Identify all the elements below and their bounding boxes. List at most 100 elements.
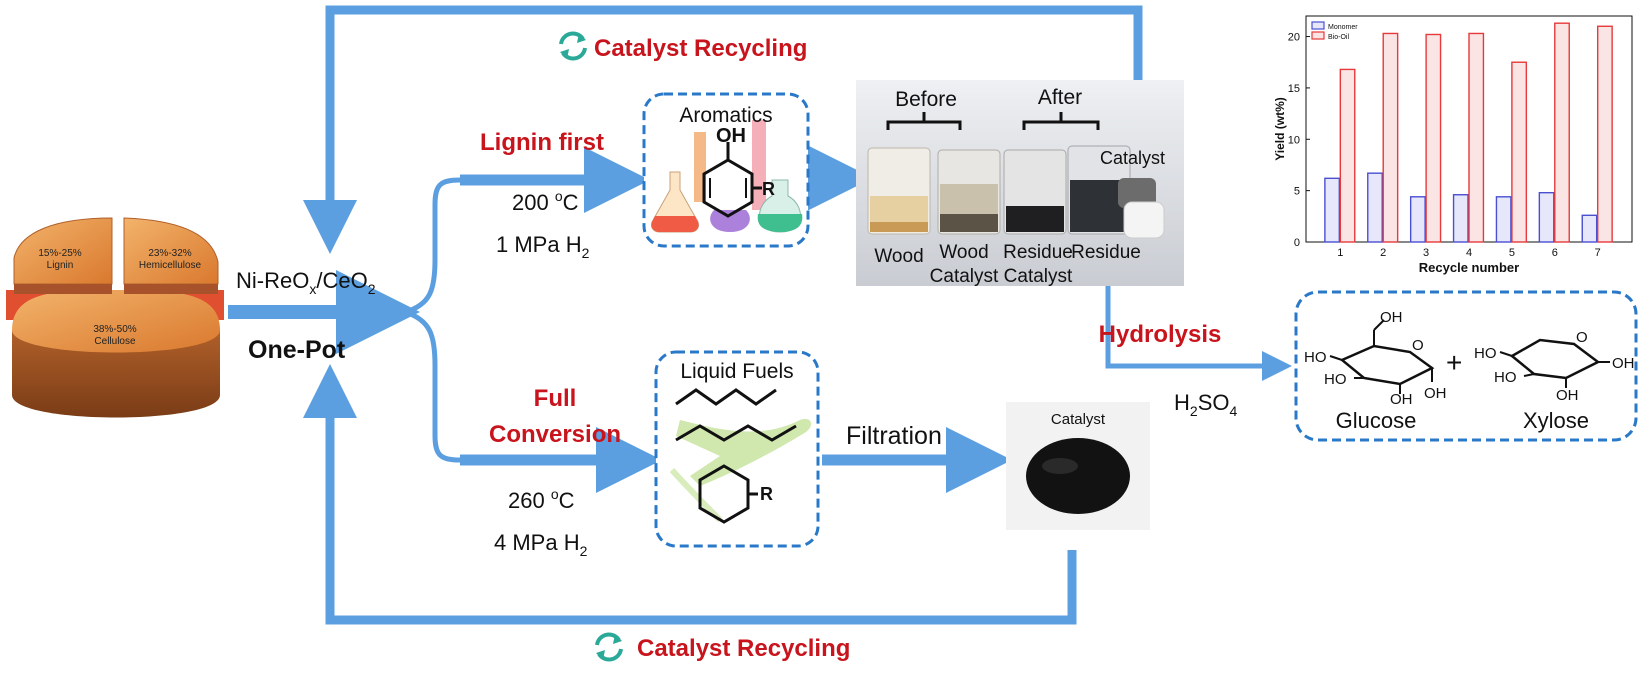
flask-left-liquid-icon [651,216,699,232]
y-tick-label: 20 [1288,32,1300,44]
xylose-ho-lower: HO [1494,369,1517,386]
lignin-slice [13,217,113,285]
hemicellulose-slice [123,217,219,285]
sugars-box: OH O HO HO OH OH + O HO HO OH OH Glucose… [1294,290,1638,442]
after-brace [1022,112,1100,130]
catalyst-powder [1026,438,1130,514]
xylose-ho-left: HO [1474,345,1497,362]
filtration-label: Filtration [846,422,942,450]
bar-monomer [1452,194,1469,243]
hydrolysis-line [1105,272,1292,381]
bar-bio-oil [1425,33,1442,243]
liquid-fuels-box: Liquid Fuels R [654,350,820,548]
before-brace [886,112,962,130]
glucose-ho-left: HO [1304,349,1327,366]
aromatics-title: Aromatics [679,104,772,127]
glucose-o: O [1412,337,1424,354]
glucose-oh-top: OH [1380,309,1403,326]
full-conversion-line1: Full [534,385,577,412]
bar-monomer [1495,196,1512,243]
branch-lower [404,309,461,463]
xylose-label: Xylose [1523,408,1589,433]
alkane-short-icon [675,388,777,406]
branch-upper [404,177,461,315]
photo-wood-catalyst-2: Catalyst [930,266,999,287]
aromatics-box: Aromatics OH R [642,92,810,248]
bar-monomer [1324,177,1341,243]
bar-bio-oil [1511,61,1528,243]
cellulose-top [12,290,220,353]
photo-residue-catalyst-2: Catalyst [1004,266,1073,287]
xylose-oh-right: OH [1612,355,1635,372]
y-tick-label: 5 [1294,186,1300,198]
catalyst-powder-label: Catalyst [1051,411,1106,428]
bar-bio-oil [1339,68,1356,243]
bar-monomer [1409,196,1426,243]
lignin-slice-side [14,284,112,294]
hemicellulose-label: Hemicellulose [139,260,202,271]
catalyst-formula: Ni-ReOx/CeO2 [236,268,376,297]
recycle-icon-top [559,31,587,61]
cellulose-label: Cellulose [94,336,136,347]
lignin-range: 15%-25% [38,248,81,259]
alkane-long-icon [675,424,797,442]
benzene-ring-icon [702,158,754,218]
photo-catalyst: Catalyst [1100,148,1165,168]
xylose-o: O [1576,329,1588,346]
x-tick-label: 3 [1423,247,1429,259]
x-tick-label: 4 [1466,247,1472,259]
cellulose-range: 38%-50% [93,324,136,335]
airplane-trail-icon [669,467,723,523]
bar-monomer [1581,214,1598,243]
flow-arrows [228,5,1292,625]
glucose-oh-right: OH [1424,385,1447,402]
photo-wood: Wood [874,246,923,267]
sulfuric-acid: H2SO4 [1174,390,1237,419]
bar-bio-oil [1596,25,1613,243]
bar-bio-oil [1468,32,1485,243]
top-recycle-line [303,5,1143,254]
legend-label: Bio-Oil [1328,34,1349,41]
bar-bio-oil [1554,22,1570,243]
reaction-photo: Before After Catalyst Wood Wood Catalyst… [856,80,1184,287]
lignin-label: Lignin [47,260,74,271]
x-tick-label: 1 [1337,247,1343,259]
glucose-oh-bottom: OH [1390,391,1413,408]
hydrolysis-title: Hydrolysis [1099,321,1222,348]
catalyst-powder-photo: Catalyst [1006,402,1150,530]
lignin-first-temperature: 200 oC [512,188,579,215]
flask-purple-icon [710,210,750,232]
x-tick-label: 7 [1595,247,1601,259]
plus-sign: + [1446,347,1462,378]
catalyst-recycling-top: Catalyst Recycling [594,35,807,62]
recycle-icon-bottom [595,632,623,662]
bar-monomer [1538,191,1555,243]
bar-bio-oil [1382,32,1399,243]
glucose-ho-lower: HO [1324,371,1347,388]
y-tick-label: 10 [1288,134,1300,146]
one-pot-label: One-Pot [248,336,346,364]
photo-wood-catalyst-1: Wood [939,242,988,263]
legend-swatch [1311,21,1325,30]
y-tick-label: 15 [1288,83,1300,95]
cellulose-side [12,330,220,418]
bar-monomer [1367,172,1383,243]
aromatics-oh: OH [716,125,746,147]
cyclohexane-icon [698,464,750,524]
catalyst-holder [1118,178,1156,208]
x-axis-label: Recycle number [1419,260,1519,275]
full-conversion-pressure: 4 MPa H2 [494,530,588,559]
xylose-oh-bottom: OH [1556,387,1579,404]
flask-right-liquid-icon [757,214,803,232]
y-tick-label: 0 [1294,237,1300,249]
full-conversion-line2: Conversion [489,421,621,448]
x-tick-label: 2 [1380,247,1386,259]
aromatics-r: R [762,179,775,199]
full-conversion-temperature: 260 oC [508,486,575,513]
liquid-fuels-title: Liquid Fuels [680,360,793,383]
x-tick-label: 6 [1552,247,1558,259]
photo-after: After [1038,86,1082,109]
legend-label: Monomer [1328,24,1358,31]
hemicellulose-slice-side [124,284,218,294]
